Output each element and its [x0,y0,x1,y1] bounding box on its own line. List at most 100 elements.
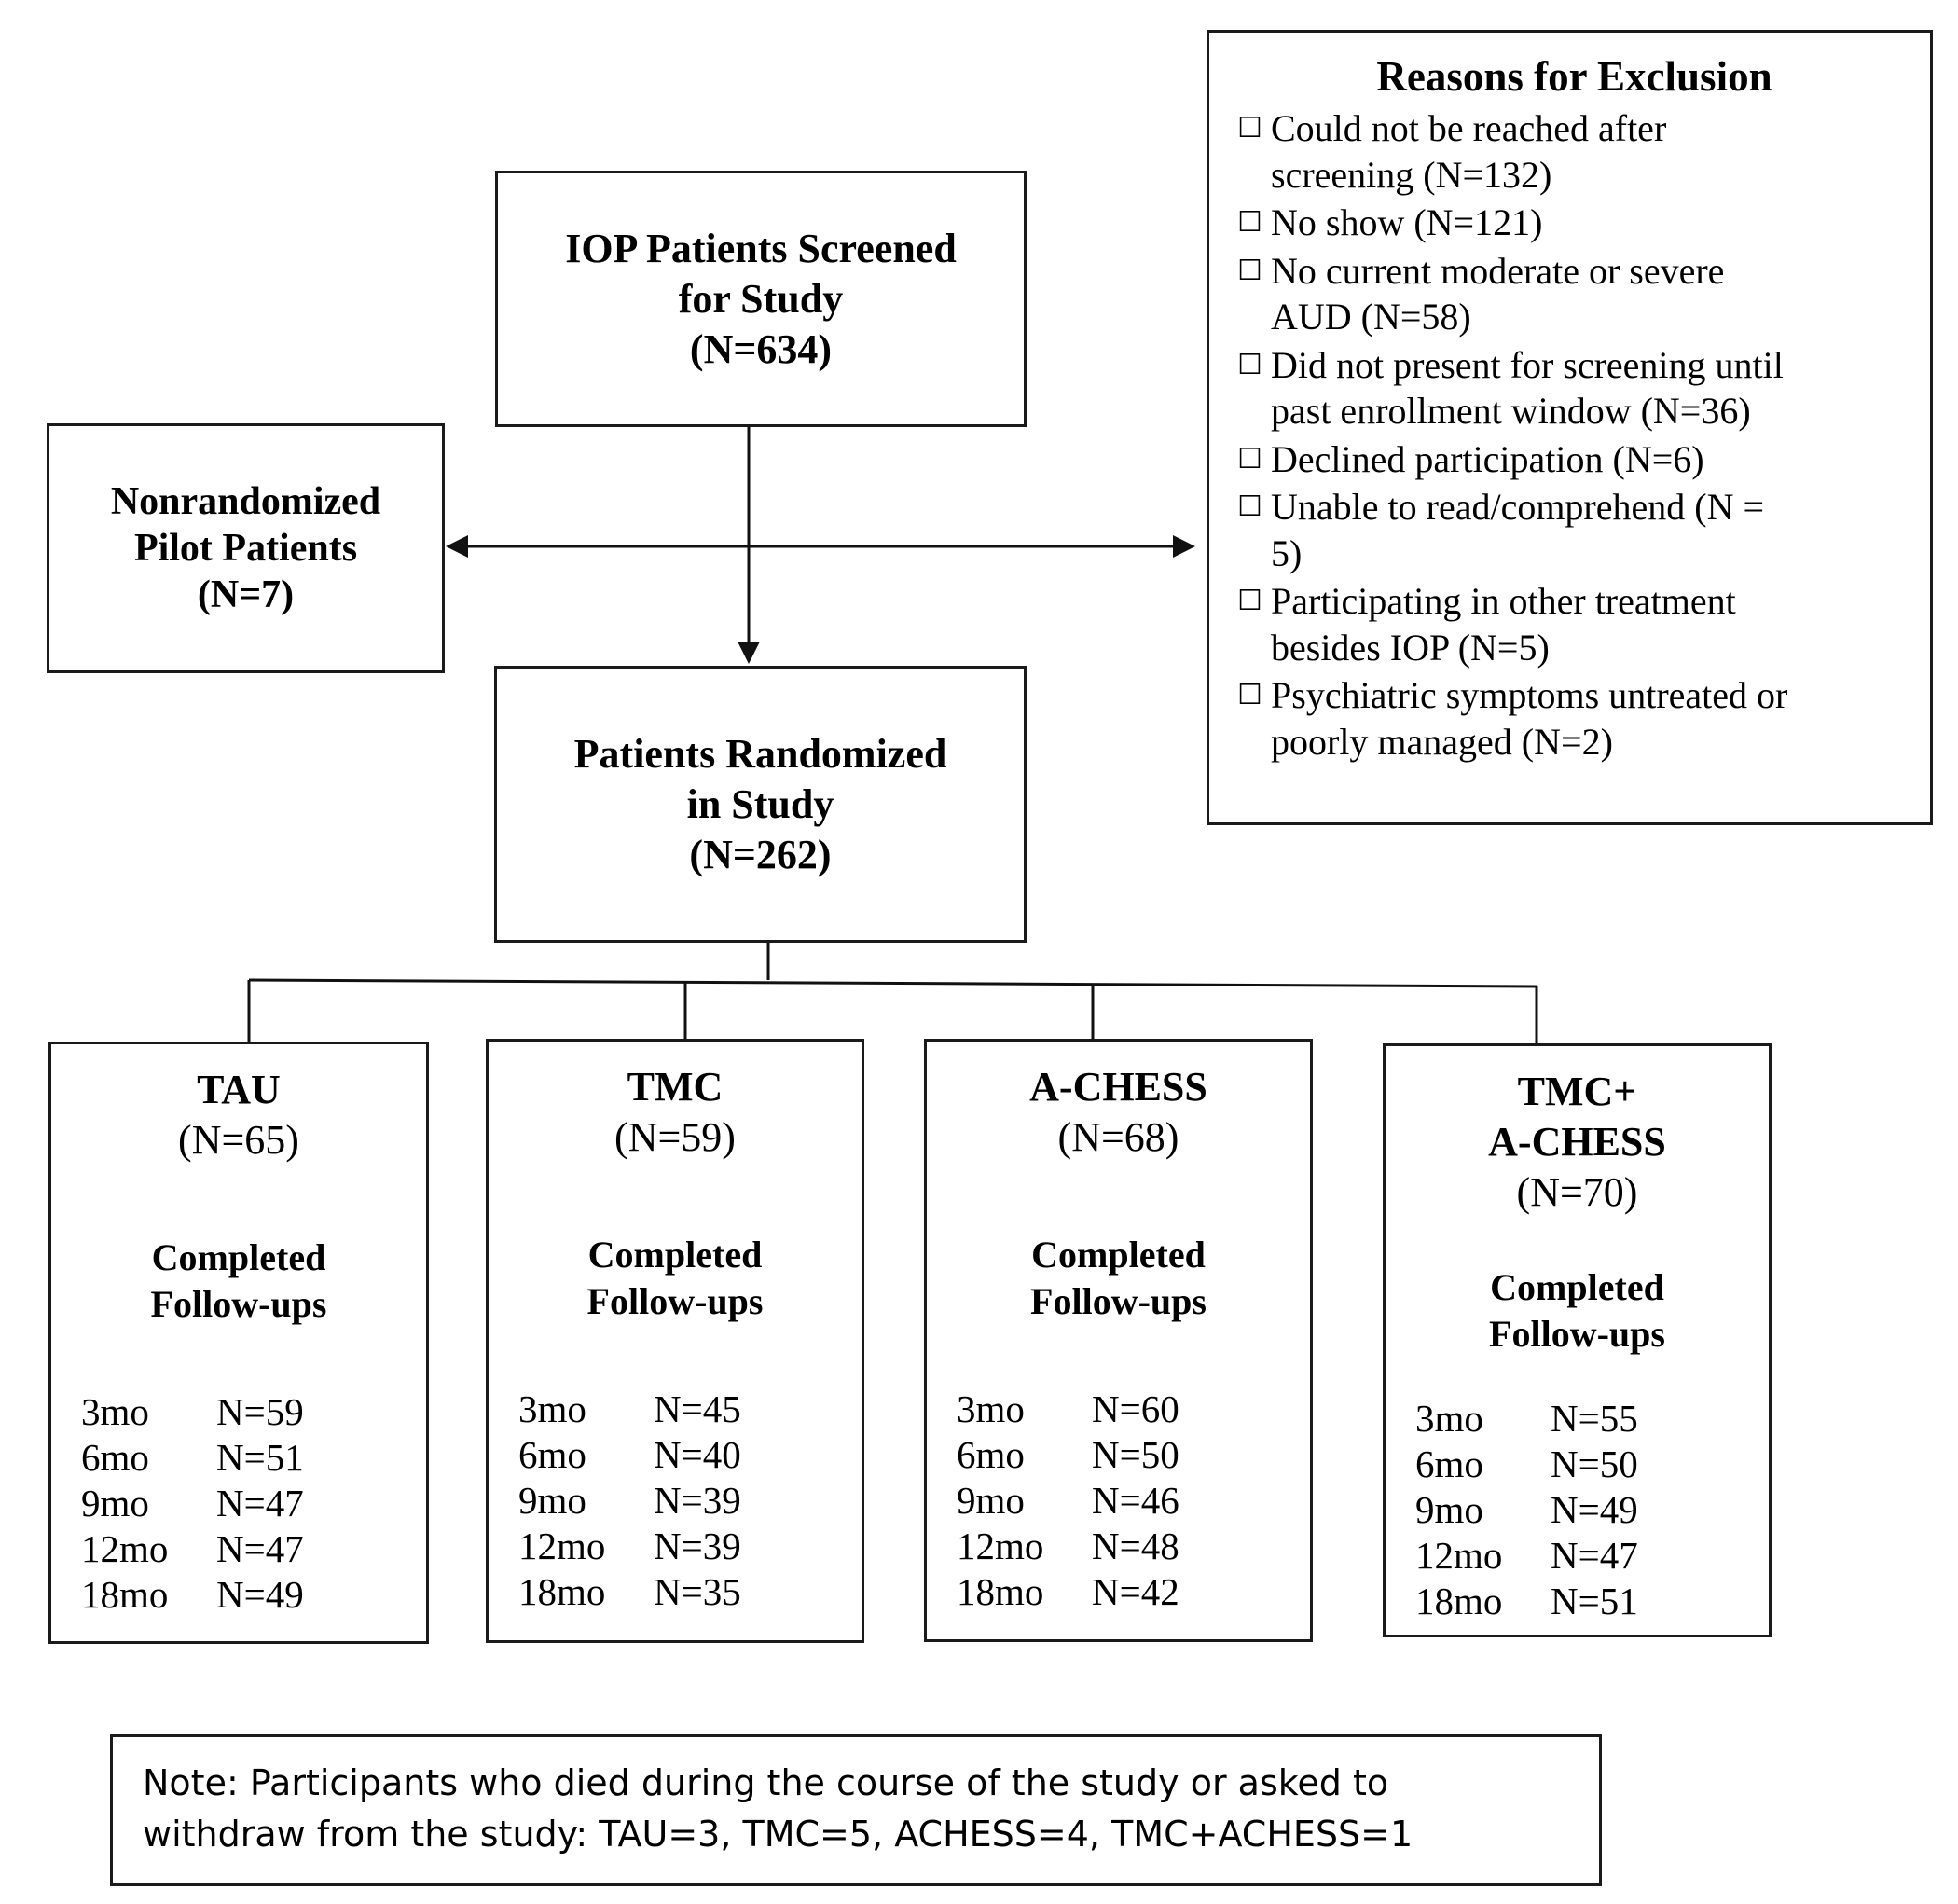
followup-row: 9mo N=46 [957,1478,1179,1524]
exclusion-item-line2: 5) [1271,531,1303,574]
followup-month: 6mo [957,1433,1025,1476]
followup-month: 12mo [957,1525,1044,1567]
note-line2: withdraw from the study: TAU=3, TMC=5, A… [143,1814,1413,1855]
followup-row: 3mo N=45 [518,1387,741,1432]
exclusion-item: ☐Declined participation (N=6) [1237,436,1911,483]
followup-n: N=50 [1092,1433,1179,1476]
followup-row: 6mo N=51 [81,1435,304,1481]
followup-row: 3mo N=60 [957,1387,1179,1432]
followup-row: 3mo N=59 [81,1389,304,1435]
exclusion-item-line2: besides IOP (N=5) [1271,626,1550,669]
followup-month: 6mo [1415,1442,1483,1485]
exclusion-item-line1: Participating in other treatment [1271,580,1736,622]
note-box: Note: Participants who died during the c… [110,1734,1602,1886]
followup-n: N=50 [1551,1442,1638,1485]
checkbox-icon: ☐ [1237,442,1262,476]
followup-n: N=59 [216,1390,304,1433]
followup-n: N=49 [1551,1488,1638,1531]
checkbox-icon: ☐ [1237,490,1262,523]
followup-month: 3mo [957,1387,1025,1430]
followup-month: 12mo [81,1527,169,1570]
followup-n: N=48 [1092,1525,1179,1567]
followup-month: 3mo [81,1390,149,1433]
arm-subtitle-line1: Completed [1490,1266,1664,1308]
followup-row: 9mo N=39 [518,1478,741,1524]
checkbox-icon: ☐ [1237,679,1262,711]
exclusion-box: Reasons for Exclusion ☐ Could not be reac… [1207,30,1933,825]
followup-month: 9mo [518,1479,586,1522]
followup-n: N=60 [1092,1387,1179,1430]
exclusion-item: ☐Unable to read/comprehend (N =5) [1237,484,1911,576]
followup-month: 3mo [1415,1397,1483,1440]
arm-name-line2: A-CHESS [1488,1119,1666,1165]
arm-name: TMC [627,1064,724,1110]
followup-month: 12mo [518,1525,606,1567]
arm-subtitle-line2: Follow-ups [1489,1313,1665,1355]
randomized-title-line2: in Study [686,780,834,827]
followup-row: 12mo N=39 [518,1524,741,1569]
followup-month: 9mo [957,1479,1025,1522]
followup-n: N=46 [1092,1479,1179,1522]
pilot-title-line1: Nonrandomized [110,480,381,523]
followup-month: 18mo [518,1570,606,1613]
followup-month: 6mo [81,1436,149,1479]
followup-row: 12mo N=48 [957,1524,1179,1569]
screened-count: (N=634) [689,325,833,372]
arrowhead-left [446,535,468,558]
screened-title-line1: IOP Patients Screened [565,225,957,271]
arrowhead-right [1173,535,1195,558]
pilot-count: (N=7) [197,573,295,616]
followup-n: N=42 [1092,1570,1179,1613]
screened-title-line2: for Study [678,275,844,322]
checkbox-icon: ☐ [1237,206,1262,239]
checkbox-icon: ☐ [1237,112,1262,145]
arms-bus-line [248,978,1537,988]
followup-row: 6mo N=50 [957,1432,1179,1478]
exclusion-item-line1: Did not present for screening until [1271,343,1784,386]
arm-count: (N=65) [178,1117,299,1163]
arm-count: (N=68) [1057,1114,1179,1160]
followup-row: 6mo N=50 [1415,1442,1638,1487]
arm-name: TAU [197,1067,281,1112]
followup-month: 3mo [518,1387,586,1430]
arm-count: (N=59) [614,1114,736,1160]
followup-n: N=51 [216,1436,304,1479]
exclusion-item-line1: Could not be reached after [1271,107,1667,149]
followup-n: N=47 [1551,1534,1638,1577]
checkbox-icon: ☐ [1237,348,1262,381]
followup-month: 9mo [81,1482,149,1525]
followup-n: N=51 [1551,1580,1638,1622]
followup-n: N=39 [654,1479,741,1522]
exclusion-title: Reasons for Exclusion [1376,53,1772,100]
followup-n: N=39 [654,1525,741,1567]
followup-n: N=55 [1551,1397,1638,1440]
arm-subtitle-line1: Completed [151,1236,326,1278]
exclusion-item-line1: No current moderate or severe [1271,249,1725,292]
randomized-title-line1: Patients Randomized [573,730,947,777]
followup-n: N=45 [654,1387,741,1430]
screened-box: IOP Patients Screened for Study (N=634) [495,171,1027,427]
pilot-box: Nonrandomized Pilot Patients (N=7) [47,423,445,673]
followup-row: 3mo N=55 [1415,1396,1638,1442]
